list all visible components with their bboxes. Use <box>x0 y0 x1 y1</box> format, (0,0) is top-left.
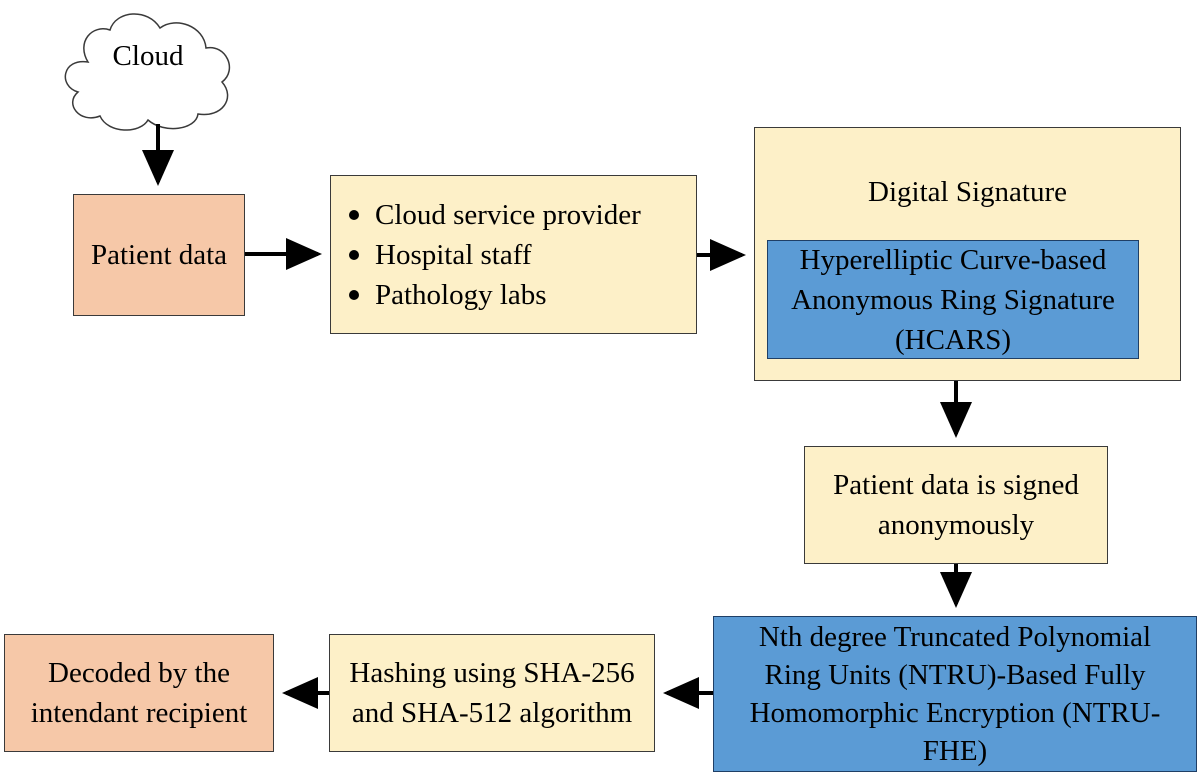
ntru-fhe-box: Nth degree Truncated Polynomial Ring Uni… <box>713 616 1197 772</box>
ntru-line: FHE) <box>922 735 988 767</box>
actor-label: Pathology labs <box>375 278 547 311</box>
bullet-icon <box>349 289 359 300</box>
patient-data-label: Patient data <box>90 239 228 271</box>
signed-line: anonymously <box>877 509 1035 541</box>
list-item: Pathology labs <box>345 275 641 315</box>
hcars-line: Anonymous Ring Signature <box>791 283 1115 316</box>
list-item: Cloud service provider <box>345 195 641 235</box>
decoded-line: intendant recipient <box>30 697 248 729</box>
hcars-line: Hyperelliptic Curve-based <box>799 243 1107 276</box>
list-item: Hospital staff <box>345 235 641 275</box>
digital-signature-title: Digital Signature <box>868 176 1067 208</box>
hashing-line: Hashing using SHA-256 <box>349 657 635 689</box>
hcars-box: Hyperelliptic Curve-based Anonymous Ring… <box>767 240 1139 359</box>
patient-data-box: Patient data <box>73 194 245 316</box>
ntru-line: Ring Units (NTRU)-Based Fully <box>764 659 1146 691</box>
bullet-icon <box>349 249 359 260</box>
actor-label: Hospital staff <box>375 238 532 271</box>
signed-anonymously-box: Patient data is signed anonymously <box>804 446 1108 564</box>
cloud-shape <box>64 13 231 131</box>
cloud-label: Cloud <box>112 40 184 72</box>
hashing-box: Hashing using SHA-256 and SHA-512 algori… <box>329 634 655 752</box>
ntru-line: Nth degree Truncated Polynomial <box>758 621 1152 653</box>
signed-line: Patient data is signed <box>833 469 1079 501</box>
ntru-line: Homomorphic Encryption (NTRU- <box>749 697 1161 729</box>
actors-list: Cloud service provider Hospital staff Pa… <box>345 195 641 315</box>
decoded-box: Decoded by the intendant recipient <box>4 634 274 752</box>
hashing-line: and SHA-512 algorithm <box>351 697 633 729</box>
bullet-icon <box>349 209 359 220</box>
hcars-line: (HCARS) <box>894 323 1011 356</box>
decoded-line: Decoded by the <box>48 657 230 689</box>
actors-box: Cloud service provider Hospital staff Pa… <box>330 175 697 334</box>
actor-label: Cloud service provider <box>375 198 641 231</box>
